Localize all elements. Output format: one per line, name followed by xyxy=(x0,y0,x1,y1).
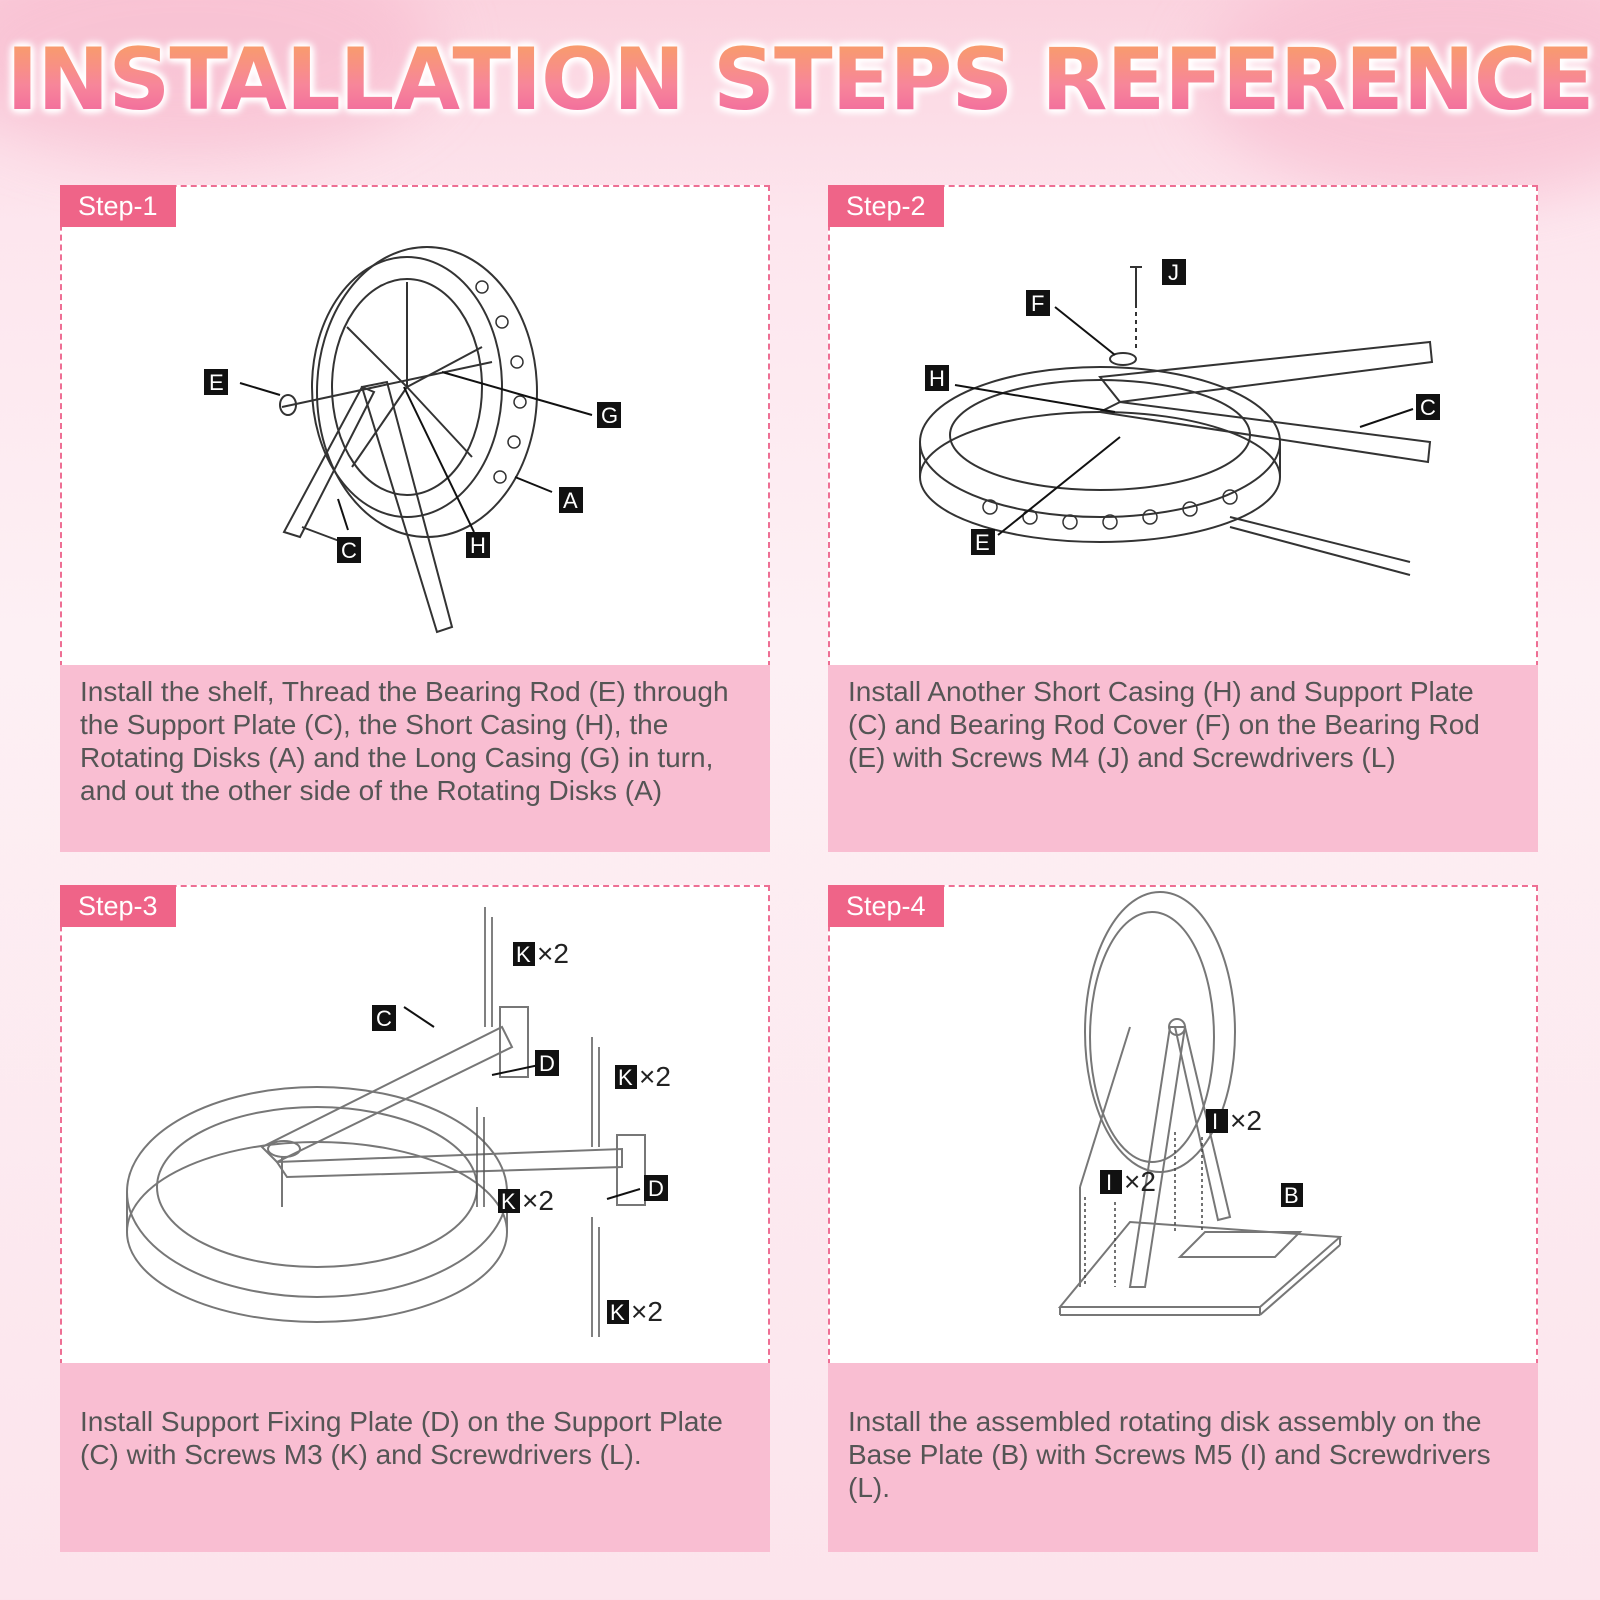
svg-text:C: C xyxy=(341,538,357,563)
svg-text:E: E xyxy=(975,530,990,555)
svg-text:B: B xyxy=(1284,1183,1299,1208)
tag-d xyxy=(644,1175,668,1201)
tag-d xyxy=(535,1050,559,1076)
svg-text:H: H xyxy=(929,366,945,391)
i-count: ×2 xyxy=(1124,1166,1156,1197)
tag-k xyxy=(513,942,535,966)
svg-text:K: K xyxy=(618,1065,633,1090)
step-4-description: Install the assembled rotating disk asse… xyxy=(828,1363,1538,1552)
k-count: ×2 xyxy=(537,938,569,969)
step-1-diagram: E G A C H xyxy=(204,246,621,634)
k-count: ×2 xyxy=(522,1185,554,1216)
tag-b xyxy=(1281,1183,1303,1207)
tag-h xyxy=(466,532,490,558)
svg-text:F: F xyxy=(1031,291,1044,316)
tag-f xyxy=(1026,290,1050,316)
svg-text:I: I xyxy=(1212,1109,1218,1134)
svg-text:E: E xyxy=(209,370,224,395)
step-1-label: Step-1 xyxy=(60,185,176,227)
page-title: INSTALLATION STEPS REFERENCE xyxy=(0,30,1600,130)
step-3-label: Step-3 xyxy=(60,885,176,927)
tag-c xyxy=(372,1005,396,1031)
tag-c xyxy=(1416,394,1440,420)
tag-i xyxy=(1100,1170,1122,1194)
svg-text:D: D xyxy=(648,1176,664,1201)
svg-text:K: K xyxy=(516,942,531,967)
tag-k xyxy=(615,1065,637,1089)
step-3-description: Install Support Fixing Plate (D) on the … xyxy=(60,1363,770,1552)
tag-k xyxy=(498,1189,520,1213)
step-2-diagram: J F H C E xyxy=(919,259,1440,576)
step-2-description: Install Another Short Casing (H) and Sup… xyxy=(828,665,1538,852)
svg-text:C: C xyxy=(376,1006,392,1031)
svg-text:C: C xyxy=(1420,395,1436,420)
tag-k xyxy=(607,1300,629,1324)
step-1-illustration: E G A C H Step-1 xyxy=(60,185,770,667)
tag-e xyxy=(971,529,995,555)
svg-text:G: G xyxy=(601,403,618,428)
step-1-description: Install the shelf, Thread the Bearing Ro… xyxy=(60,665,770,852)
step-3-illustration: K C D K D K K ×2 ×2 ×2 ×2 Step-3 xyxy=(60,885,770,1365)
svg-text:K: K xyxy=(610,1300,625,1325)
step-3-panel: K C D K D K K ×2 ×2 ×2 ×2 Step-3 Install… xyxy=(60,885,770,1552)
tag-a xyxy=(559,487,583,513)
k-count: ×2 xyxy=(639,1061,671,1092)
step-2-label: Step-2 xyxy=(828,185,944,227)
svg-text:J: J xyxy=(1168,260,1179,285)
svg-text:H: H xyxy=(470,533,486,558)
step-4-illustration: I I B ×2 ×2 Step-4 xyxy=(828,885,1538,1365)
svg-text:A: A xyxy=(563,488,578,513)
k-count: ×2 xyxy=(631,1296,663,1327)
tag-e xyxy=(204,369,228,395)
tag-h xyxy=(925,365,949,391)
step-2-panel: J F H C E Step-2 Install Another Short C… xyxy=(828,185,1538,852)
svg-text:K: K xyxy=(501,1189,516,1214)
step-4-diagram: I I B ×2 ×2 xyxy=(1057,891,1343,1316)
step-3-diagram: K C D K D K K ×2 ×2 ×2 ×2 xyxy=(126,907,671,1337)
step-4-panel: I I B ×2 ×2 Step-4 Install the assembled… xyxy=(828,885,1538,1552)
tag-i xyxy=(1206,1109,1228,1133)
step-2-illustration: J F H C E Step-2 xyxy=(828,185,1538,667)
step-4-label: Step-4 xyxy=(828,885,944,927)
svg-text:I: I xyxy=(1106,1170,1112,1195)
tag-g xyxy=(597,402,621,428)
step-1-panel: E G A C H Step-1 Install the shelf, Thre… xyxy=(60,185,770,852)
i-count: ×2 xyxy=(1230,1105,1262,1136)
svg-text:D: D xyxy=(539,1051,555,1076)
tag-j xyxy=(1162,259,1186,285)
tag-c xyxy=(337,537,361,563)
